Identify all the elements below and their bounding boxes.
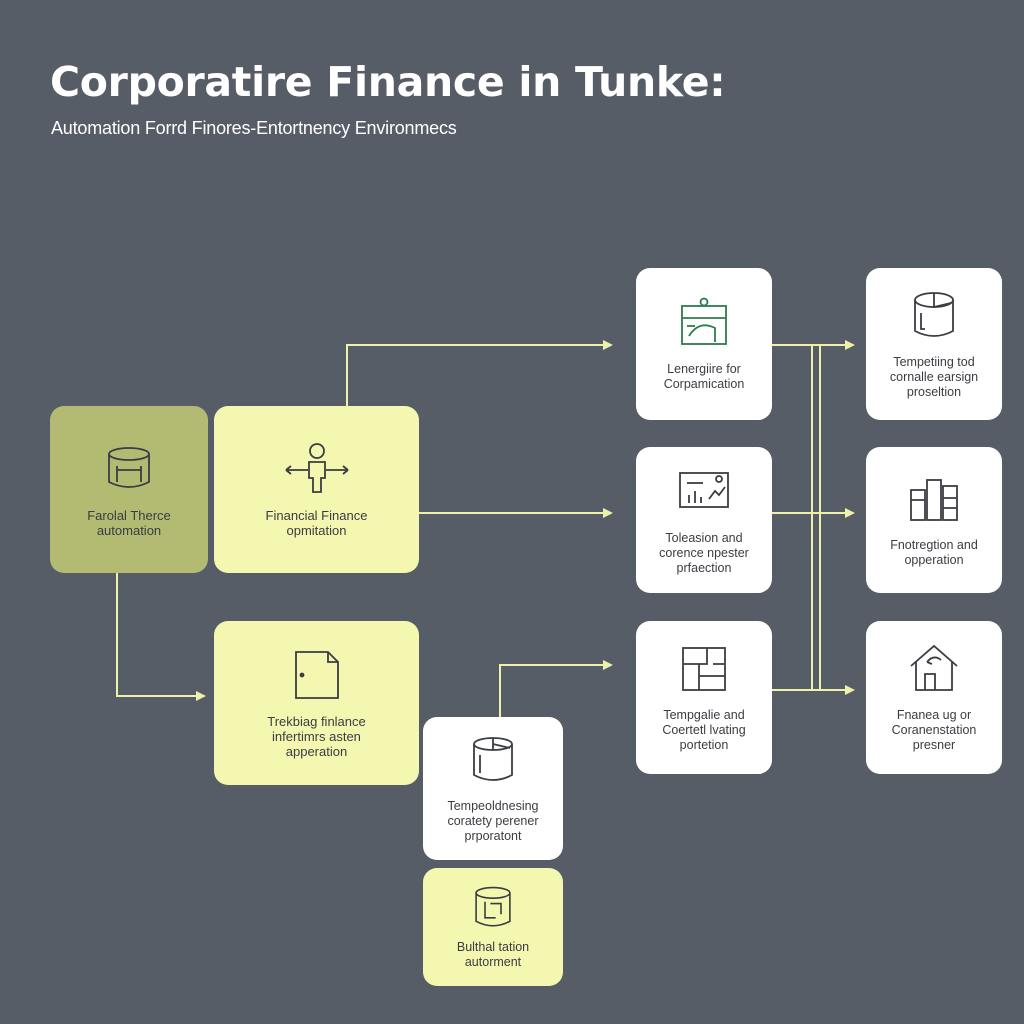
node-temperdol-label: Tempeoldnesing coratety perener prporato…: [447, 799, 539, 843]
analytics-screen-icon: [679, 471, 729, 508]
connector-temperdol-to-tempgalie: [499, 660, 613, 717]
cylinder-icon: [914, 291, 954, 337]
page-subtitle: Automation Forrd Finores-Entortnency Env…: [51, 118, 457, 138]
node-lenergiire-label: Lenergiire for Corpamication: [663, 362, 745, 391]
buildings-icon: [910, 479, 958, 521]
node-fnotregtion-label: Fnotregtion and opperation: [890, 538, 978, 567]
node-toleasion-label: Toleasion and corence npester prfaection: [659, 530, 749, 575]
document-icon: [294, 650, 339, 699]
node-lenergiire[interactable]: Lenergiire for Corpamication: [636, 268, 772, 420]
cylinder-icon: [108, 446, 150, 488]
node-tempgalie-label: Tempgalie and Coertetl lvating portetion: [662, 708, 746, 752]
node-tempetiing-label: Tempetiing tod cornalle earsign proselti…: [889, 354, 979, 399]
house-icon: [910, 644, 958, 691]
node-temperdol[interactable]: Tempeoldnesing coratety perener prporato…: [423, 717, 563, 860]
connector-financial-to-lenergiire: [346, 340, 613, 406]
connector-root-to-tracking: [116, 572, 206, 701]
node-tempetiing[interactable]: Tempetiing tod cornalle earsign proselti…: [866, 268, 1002, 420]
node-fnanea[interactable]: Fnanea ug or Coranenstation presner: [866, 621, 1002, 774]
node-fnanea-label: Fnanea ug or Coranenstation presner: [891, 708, 977, 752]
node-tracking[interactable]: Trekbiag finlance infertimrs asten apper…: [214, 621, 419, 785]
cylinder-icon: [473, 737, 513, 781]
node-fnotregtion[interactable]: Fnotregtion and opperation: [866, 447, 1002, 593]
node-bulthal-label: Bulthal tation autorment: [456, 940, 530, 969]
chart-board-icon: [681, 297, 727, 345]
node-financial-label: Financial Finance opmitation: [265, 507, 368, 538]
node-financial[interactable]: Financial Finance opmitation: [214, 406, 419, 573]
node-tempgalie[interactable]: Tempgalie and Coertetl lvating portetion: [636, 621, 772, 774]
node-tracking-label: Trekbiag finlance infertimrs asten apper…: [267, 713, 366, 759]
cylinder-icon: [475, 886, 511, 927]
grid-box-icon: [682, 647, 726, 691]
node-root[interactable]: Farolal Therce automation: [50, 406, 208, 573]
node-root-label: Farolal Therce automation: [87, 507, 171, 538]
page-title: Corporatire Finance in Tunke:: [50, 58, 726, 106]
node-bulthal[interactable]: Bulthal tation autorment: [423, 868, 563, 986]
person-arrows-icon: [284, 442, 349, 493]
node-toleasion[interactable]: Toleasion and corence npester prfaection: [636, 447, 772, 593]
